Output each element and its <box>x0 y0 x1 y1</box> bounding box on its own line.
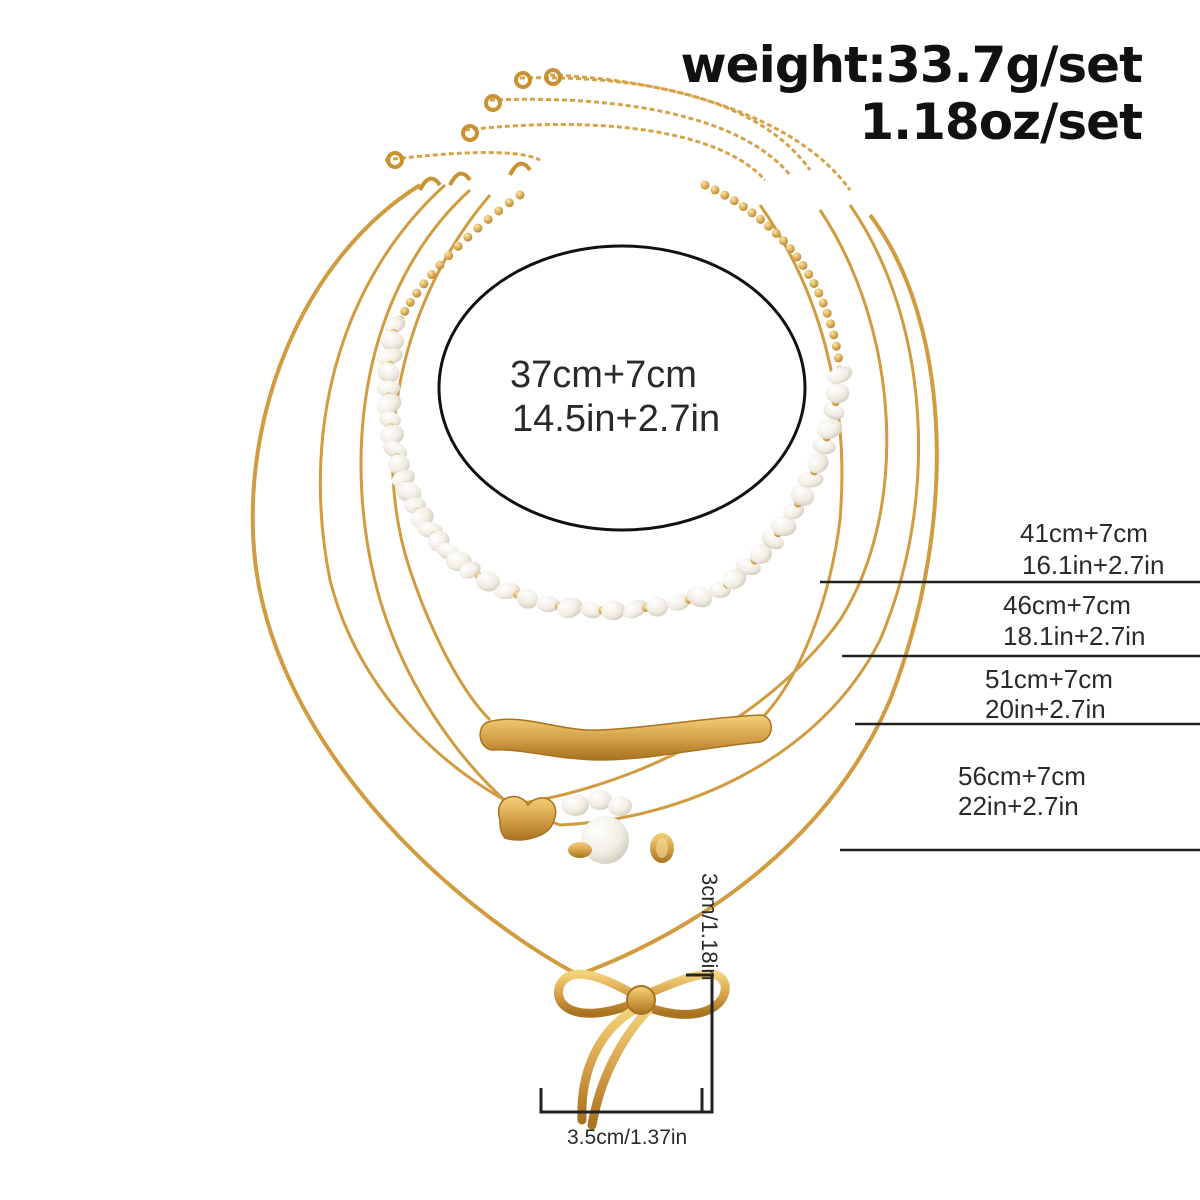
choker-length-inch: 14.5in+2.7in <box>512 398 721 440</box>
gold-bead <box>833 353 843 363</box>
weight-grams-label: weight:33.7g/set <box>680 36 1143 94</box>
gold-bead <box>720 190 730 200</box>
weight-ounces-label: 1.18oz/set <box>859 93 1143 151</box>
gold-bead <box>798 260 808 270</box>
gold-bead <box>831 341 841 351</box>
pearl <box>646 596 669 617</box>
pearl <box>380 424 405 445</box>
length-1-cm: 41cm+7cm <box>1020 518 1148 548</box>
necklace-bar-chain <box>391 194 844 722</box>
pearl <box>384 316 406 334</box>
pearl <box>376 380 401 397</box>
pearl <box>827 366 853 384</box>
gold-bead <box>504 198 514 208</box>
gold-bead <box>729 196 739 206</box>
choker-label-outline <box>437 244 807 532</box>
gold-bead <box>483 214 493 224</box>
choker-length-cm: 37cm+7cm <box>510 354 697 396</box>
pearl <box>623 599 648 619</box>
gold-bead <box>778 236 788 246</box>
gold-bead <box>829 330 839 340</box>
pearl <box>556 597 583 619</box>
gold-bar-pendant <box>479 714 772 761</box>
pearl <box>387 454 410 475</box>
gold-bead <box>785 244 795 254</box>
pearl <box>816 418 843 439</box>
length-1-inch: 16.1in+2.7in <box>1022 550 1165 580</box>
pendant-pearls <box>561 790 674 864</box>
pearl <box>687 586 713 608</box>
gold-bead <box>419 279 429 289</box>
gold-bead <box>755 214 765 224</box>
pearl <box>666 594 691 611</box>
choker-pearls <box>376 316 853 621</box>
gold-bead <box>453 241 463 251</box>
length-3-inch: 20in+2.7in <box>985 694 1106 724</box>
length-3-cm: 51cm+7cm <box>985 664 1113 694</box>
pearl <box>601 600 626 621</box>
gold-bead <box>700 180 710 190</box>
pearl <box>382 440 408 459</box>
extender-chains <box>384 73 852 191</box>
heart-charm <box>497 795 557 841</box>
necklace-pearl-pendant-chain-b <box>318 183 920 827</box>
gold-bead <box>463 232 473 242</box>
gold-bead <box>771 228 781 238</box>
pearl <box>749 543 772 564</box>
pearl <box>825 383 850 404</box>
pearl <box>807 452 829 474</box>
pearl <box>790 485 815 506</box>
gold-bead <box>710 185 720 195</box>
gold-bead <box>826 319 836 329</box>
pearl <box>476 571 501 592</box>
gold-bead <box>444 251 454 261</box>
gold-bead <box>818 298 828 308</box>
gold-bead <box>405 297 415 307</box>
length-2-inch: 18.1in+2.7in <box>1003 621 1146 651</box>
length-2-cm: 46cm+7cm <box>1003 590 1131 620</box>
gold-bead <box>814 288 824 298</box>
pearl <box>770 516 797 537</box>
clasps <box>386 68 562 191</box>
gold-bead <box>822 308 832 318</box>
pearl <box>516 588 539 609</box>
pearl <box>376 393 402 415</box>
gold-bead <box>400 306 410 316</box>
gold-bead <box>412 288 422 298</box>
pearl <box>379 411 401 428</box>
gold-bead <box>515 190 525 200</box>
gold-bead <box>738 202 748 212</box>
gold-bead <box>473 223 483 233</box>
length-4-cm: 56cm+7cm <box>958 761 1086 791</box>
necklace-bow-chain <box>250 183 939 977</box>
length-leader-lines <box>820 580 1200 852</box>
bow-pendant <box>554 969 730 1130</box>
gold-bead <box>494 206 504 216</box>
pearl <box>377 362 400 383</box>
pearl <box>380 330 405 351</box>
choker-gold-beads <box>395 180 845 375</box>
bow-width-label: 3.5cm/1.37in <box>567 1126 688 1149</box>
gold-bead <box>435 260 445 270</box>
length-4-inch: 22in+2.7in <box>958 791 1079 821</box>
gold-bead <box>792 252 802 262</box>
pearl <box>459 561 481 579</box>
pearl <box>580 601 602 619</box>
gold-bead <box>804 269 814 279</box>
gold-bead <box>427 269 437 279</box>
gold-bead <box>809 278 819 288</box>
pearl <box>823 402 845 420</box>
bow-dimension-lines <box>539 973 714 1114</box>
gold-bead <box>747 208 757 218</box>
pearl <box>536 596 561 613</box>
pearl <box>722 568 747 590</box>
bow-knot <box>626 985 656 1015</box>
bow-height-label: 3cm/1.18in <box>697 873 722 981</box>
pearl <box>377 348 403 366</box>
pearl <box>797 471 824 488</box>
gold-bead <box>764 221 774 231</box>
pearl <box>812 437 836 455</box>
